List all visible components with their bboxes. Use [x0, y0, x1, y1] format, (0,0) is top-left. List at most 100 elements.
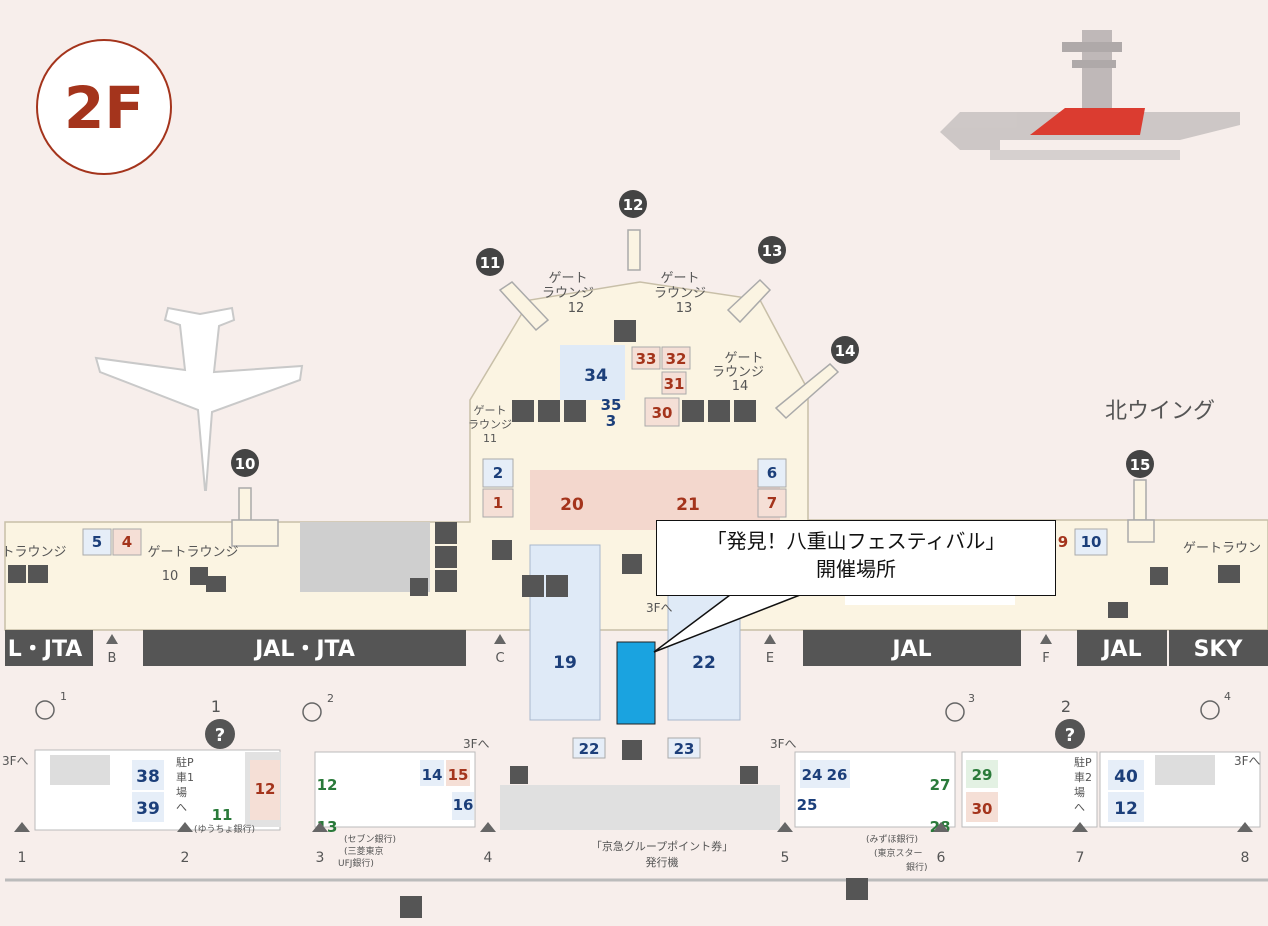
- callout-subtitle: 開催場所: [816, 557, 896, 581]
- gate-bridges: [231, 229, 1155, 547]
- airline-label: SKY: [1194, 637, 1244, 662]
- exit-number: 5: [781, 850, 790, 866]
- lounge-label: ラウンジ: [654, 286, 706, 301]
- phone-icon: [8, 565, 26, 583]
- clock-number: 3: [968, 692, 975, 705]
- bank-labels: (ゆうちょ銀行) (セブン銀行) (三菱東京 UFJ銀行) (みずほ銀行) (東…: [194, 823, 928, 873]
- shop-number: 34: [584, 366, 608, 386]
- exit-number: 1: [18, 850, 27, 866]
- smoking-icon: [28, 565, 48, 583]
- shop-number: 12: [255, 780, 276, 798]
- airline-label: JAL: [890, 637, 931, 662]
- information-icon: [205, 719, 235, 749]
- callout-title: 「発見！八重山フェスティバル」: [706, 529, 1006, 553]
- parking-text: 車2: [1074, 770, 1092, 784]
- exit-number: 2: [181, 850, 190, 866]
- gate-marker: 11: [476, 248, 504, 276]
- shop-number: 23: [674, 740, 695, 758]
- restroom-icon: [546, 575, 568, 597]
- gate-number: 11: [480, 254, 501, 272]
- exit-number: 7: [1076, 850, 1085, 866]
- shop-number: 10: [1081, 533, 1102, 551]
- gate-number: 12: [623, 196, 644, 214]
- shop-number: 7: [767, 494, 777, 512]
- entrance-letter: E: [766, 651, 774, 666]
- upstairs-label: 3Fへ: [1234, 754, 1261, 768]
- keikyu-machine-label: 「京急グループポイント券」 発行機: [591, 839, 733, 869]
- bank-label: UFJ銀行): [338, 857, 374, 869]
- information-icon: [1055, 719, 1085, 749]
- restroom-icon: [435, 522, 457, 544]
- bank-label: (ゆうちょ銀行): [194, 823, 255, 835]
- airline-label: L・JTA: [8, 637, 83, 662]
- gate-markers: 10 11 12 13 14 15: [231, 190, 1154, 478]
- smoking-icon: [1218, 565, 1240, 583]
- gate-number: 13: [762, 242, 783, 260]
- exit-number: 4: [484, 850, 493, 866]
- shop-number: 2: [493, 464, 503, 482]
- phone-icon: [740, 766, 758, 784]
- clock-number: 2: [327, 692, 334, 705]
- exit-markers: 1 2 3 4 5 6 7 8: [14, 822, 1253, 866]
- entrance-letter: F: [1042, 651, 1049, 666]
- shop-number: 26: [827, 766, 848, 784]
- lounge-number: 14: [732, 379, 749, 394]
- clock-number: 4: [1224, 690, 1231, 703]
- bank-label: (セブン銀行): [344, 833, 396, 845]
- parking-text: 駐P: [176, 755, 194, 769]
- gate-number: 10: [235, 455, 256, 473]
- lounge-label: ゲート: [548, 271, 587, 286]
- phone-icon: [410, 578, 428, 596]
- shop-number: 3: [606, 412, 616, 430]
- shop-number: 38: [136, 767, 160, 787]
- airline-label: JAL: [1100, 637, 1141, 662]
- shop-number: 40: [1114, 767, 1138, 787]
- wheelchair-icon: [846, 878, 868, 900]
- shop-number: 1: [493, 494, 503, 512]
- gate-marker: 12: [619, 190, 647, 218]
- wheelchair-icon: [538, 400, 560, 422]
- restroom-icon: [682, 400, 704, 422]
- wheelchair-icon: [522, 575, 544, 597]
- exit-number: 6: [937, 850, 946, 866]
- clock-number: 1: [60, 690, 67, 703]
- bank-label: (三菱東京: [344, 845, 384, 857]
- bank-label: (東京スター: [874, 847, 923, 859]
- entrance-letter: B: [108, 651, 117, 666]
- gate-lounge-labels: ゲート ラウンジ 12 ゲート ラウンジ 13 ゲート ラウンジ 14 ゲート …: [1, 271, 1261, 584]
- svg-text:「京急グループポイント券」: 「京急グループポイント券」: [591, 839, 733, 853]
- baby-care-icon: [564, 400, 586, 422]
- phone-icon: [190, 567, 208, 585]
- shop-number: 9: [1058, 533, 1068, 551]
- event-callout: 「発見！八重山フェスティバル」 開催場所: [656, 520, 1056, 596]
- upstairs-label: 3Fへ: [2, 754, 29, 768]
- svg-text:発行機: 発行機: [646, 855, 679, 869]
- shop-icon: [492, 540, 512, 560]
- shop-number: 14: [422, 766, 443, 784]
- event-location-marker[interactable]: [616, 641, 656, 725]
- gate-marker: 14: [831, 336, 859, 364]
- exit-number: 3: [316, 850, 325, 866]
- phone-icon: [510, 766, 528, 784]
- shop-number: 5: [92, 533, 102, 551]
- shop-number: 29: [972, 766, 993, 784]
- lounge-label: ゲート: [724, 351, 763, 366]
- shop-number: 4: [122, 533, 132, 551]
- parking-text: へ: [176, 801, 187, 814]
- floor-badge: 2F: [36, 39, 172, 175]
- baby-care-icon: [435, 570, 457, 592]
- shop-number: 22: [579, 740, 600, 758]
- shop-number: 30: [652, 404, 673, 422]
- shop-number: 39: [136, 799, 160, 819]
- parking-text: 車1: [176, 770, 194, 784]
- shop-number: 6: [767, 464, 777, 482]
- gate-marker: 10: [231, 449, 259, 477]
- shop-number: 11: [212, 806, 233, 824]
- shop-number: 24: [802, 766, 823, 784]
- parking-text: 場: [176, 786, 187, 799]
- entrance-markers: B C E F: [106, 634, 1052, 666]
- lounge-label: ラウンジ: [468, 418, 512, 431]
- lounge-number: 11: [483, 432, 497, 445]
- lounge-label: ゲート: [474, 404, 507, 417]
- gate-number: 14: [835, 342, 856, 360]
